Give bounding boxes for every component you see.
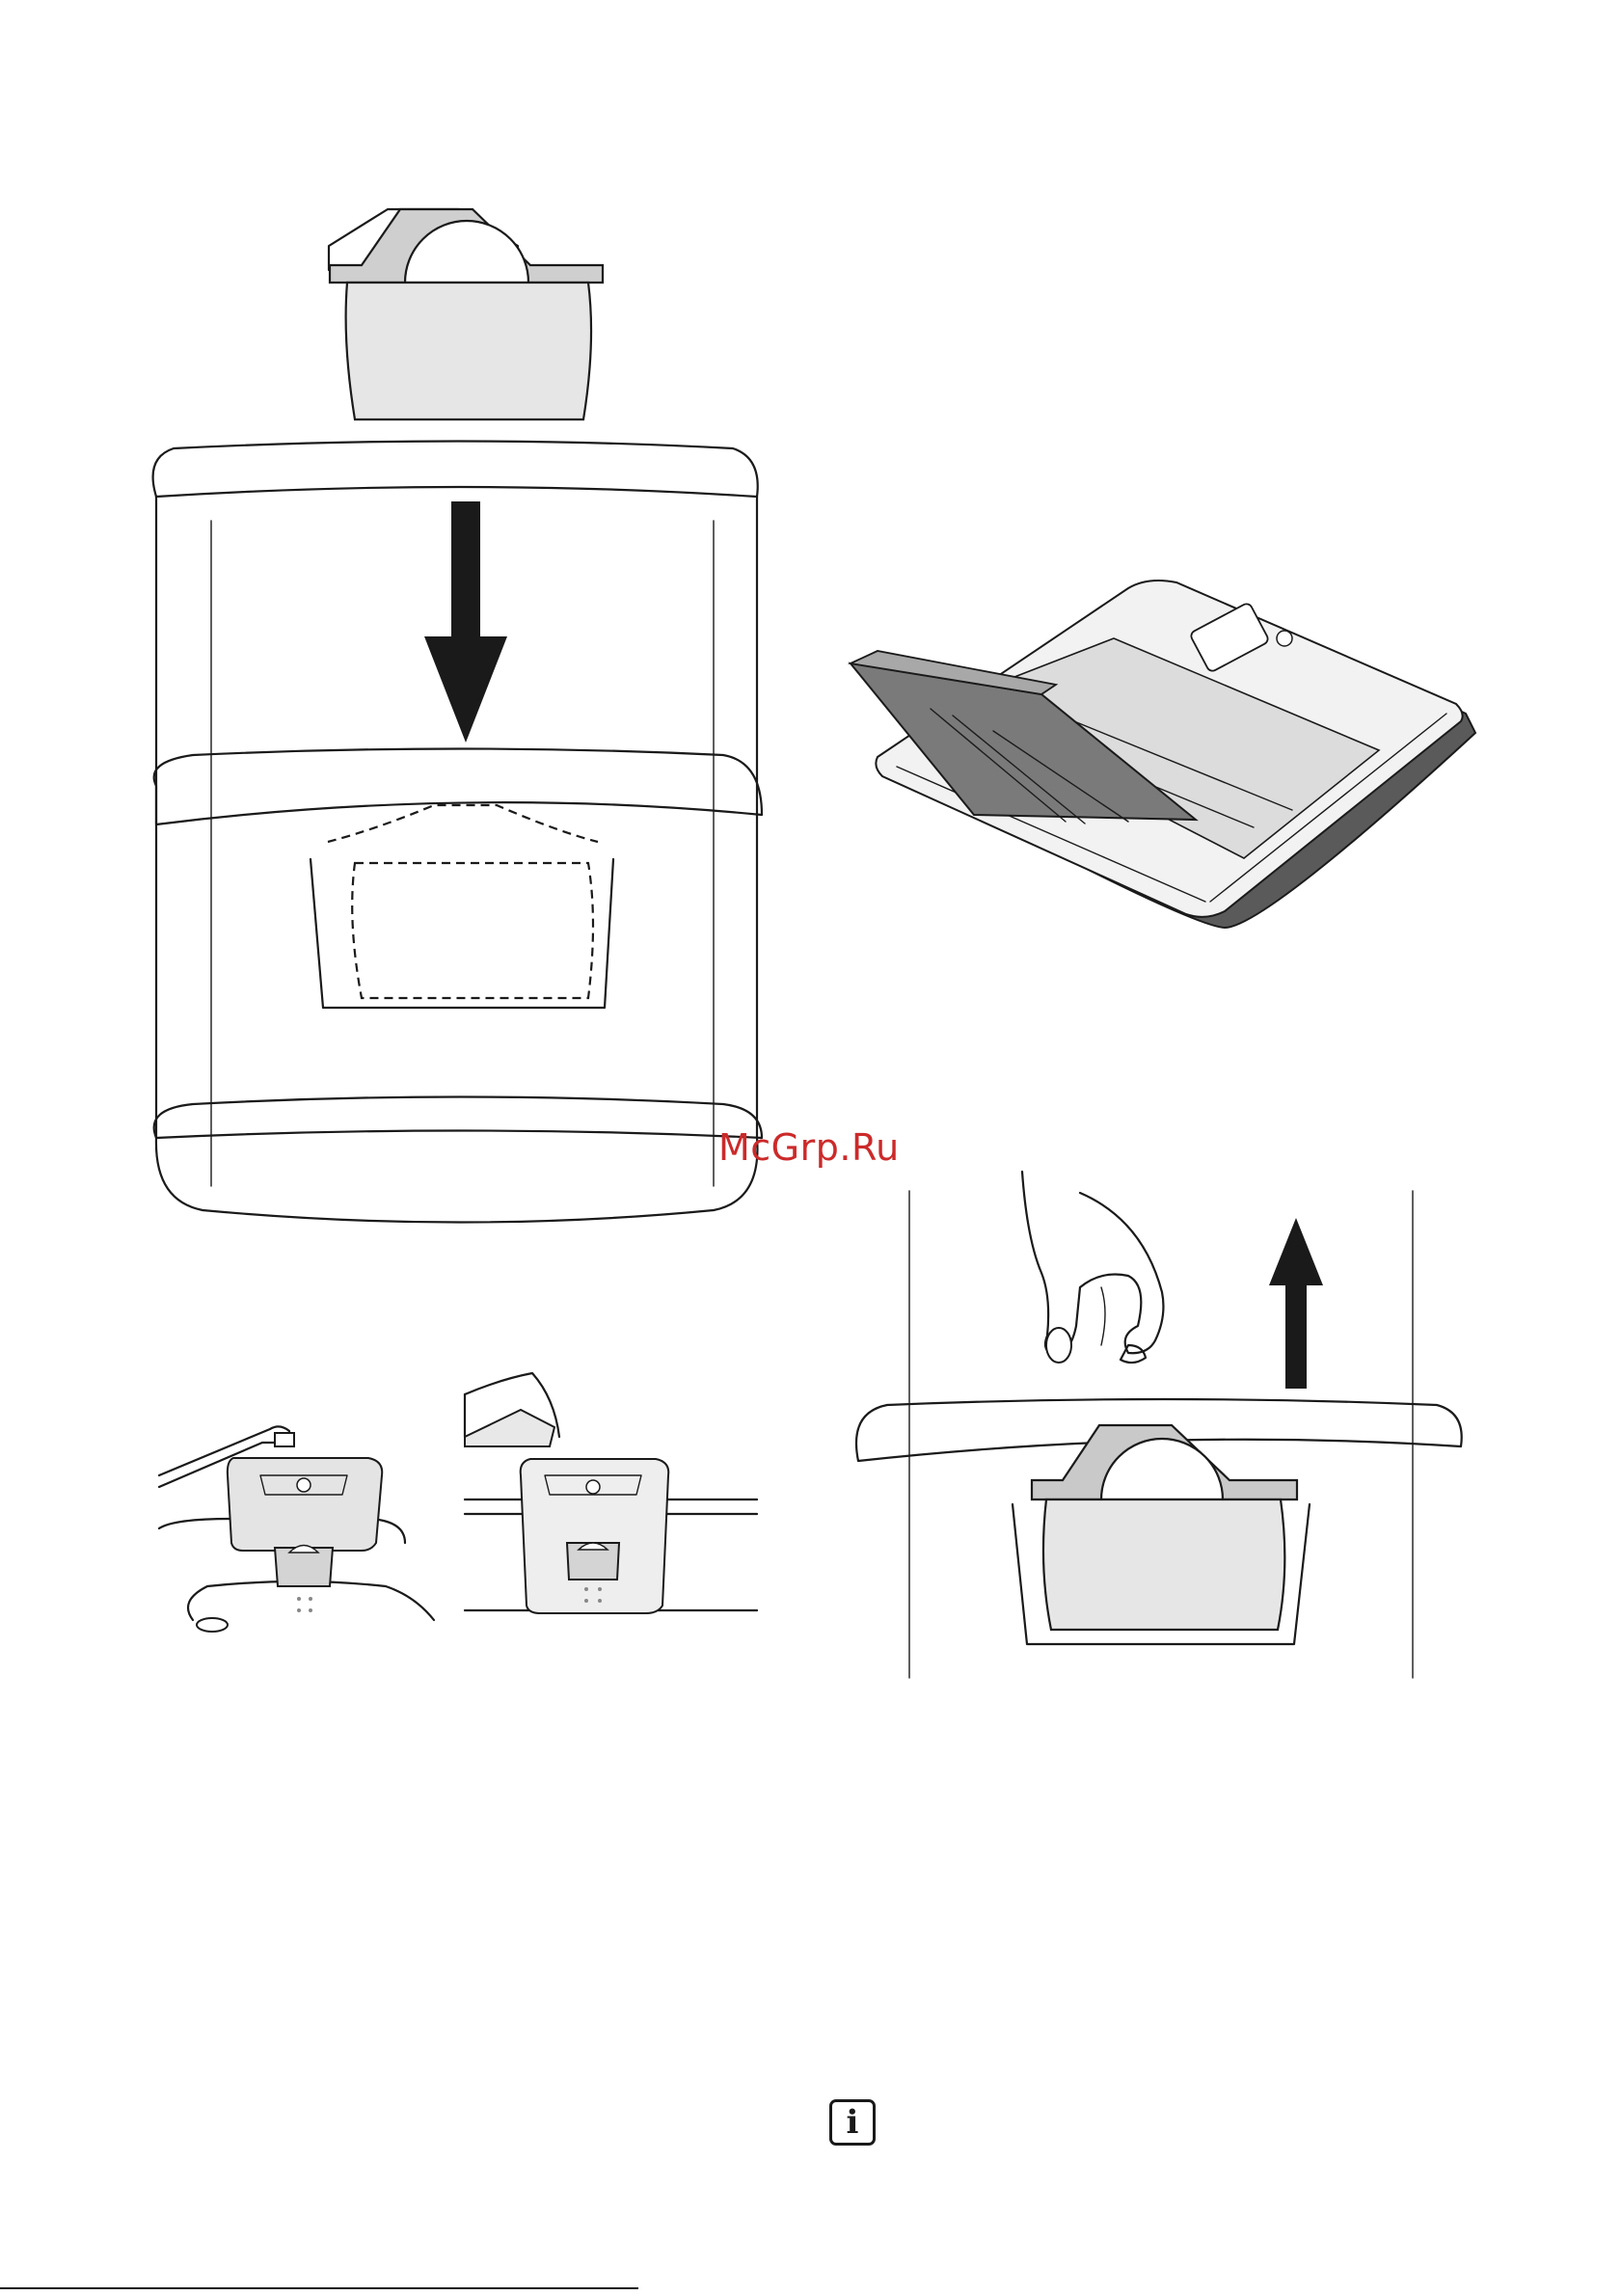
cartridge-filled-from-jug-icon (465, 1373, 757, 1613)
fill-cartridge-figure (463, 1360, 762, 1634)
cartridge-insert-figure (145, 188, 771, 1234)
hand-icon (1022, 1172, 1163, 1363)
watermark: McGrp.Ru (718, 1126, 900, 1169)
cartridge-icon (329, 209, 603, 419)
remove-cartridge-figure (849, 1181, 1466, 1683)
arrow-up-icon (1269, 1218, 1323, 1389)
dispenser-tray-figure (839, 569, 1475, 935)
arrow-down-icon (424, 501, 507, 743)
open-dispenser-drawer-icon (851, 581, 1475, 928)
footer-divider (0, 2287, 638, 2289)
info-icon: i (829, 2099, 876, 2146)
cartridge-icon (1032, 1425, 1297, 1630)
cartridge-under-tap-icon (159, 1426, 434, 1632)
rinse-cartridge-figure (154, 1418, 444, 1634)
